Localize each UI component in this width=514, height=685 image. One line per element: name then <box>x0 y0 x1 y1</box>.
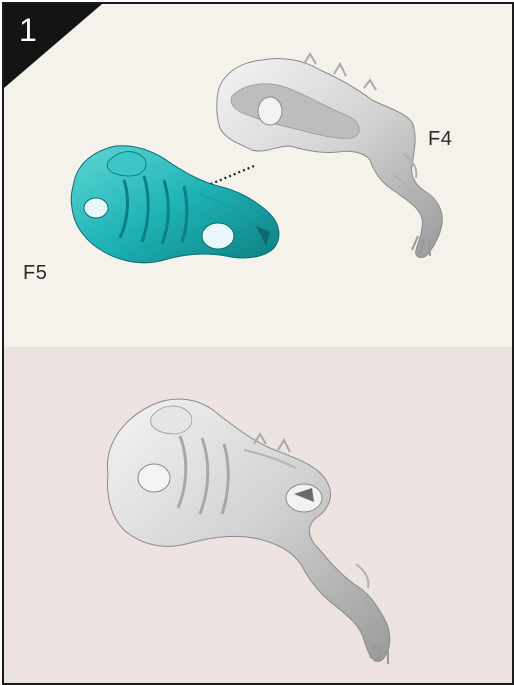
label-f4: F4 <box>428 128 452 151</box>
label-f5: F5 <box>23 262 47 285</box>
assembled-illustration <box>4 4 512 683</box>
assembled-part-shape <box>107 399 389 664</box>
